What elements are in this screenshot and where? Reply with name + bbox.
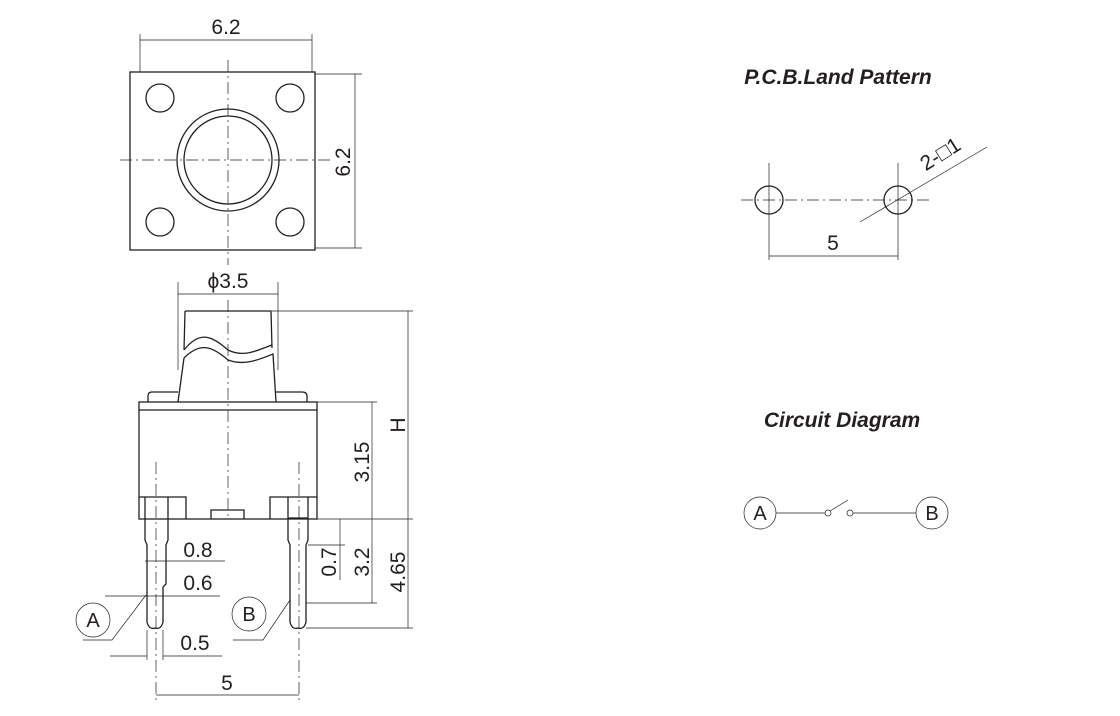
- pin-width-upper-label: 0.8: [183, 539, 212, 562]
- circuit-terminal-b: B: [925, 503, 938, 525]
- circuit-diagram: Circuit Diagram A B: [743, 409, 949, 530]
- top-view: 6.2 6.2: [120, 16, 362, 265]
- pcb-pitch-label: 5: [827, 232, 839, 255]
- total-pin-label: 4.65: [387, 552, 410, 593]
- cap-diameter-label: ϕ3.5: [208, 270, 249, 293]
- pin-pitch-label: 5: [221, 672, 233, 695]
- height-label: H: [387, 417, 410, 432]
- shoulder-label: 0.7: [318, 547, 341, 576]
- side-view: ϕ3.5 H 3.15 0.7 3.2 4.65: [75, 270, 413, 700]
- pin-length-label: 3.2: [351, 547, 374, 576]
- body-height-label: 3.15: [351, 442, 374, 483]
- top-height-label: 6.2: [332, 147, 355, 176]
- circuit-terminal-a: A: [753, 503, 767, 525]
- pcb-title: P.C.B.Land Pattern: [744, 66, 931, 89]
- terminal-b-label: B: [242, 604, 255, 626]
- circuit-title: Circuit Diagram: [764, 409, 920, 432]
- pin-width-tip-label: 0.5: [180, 632, 209, 655]
- pcb-hole-label: 2-□1: [916, 133, 965, 175]
- top-width-label: 6.2: [211, 16, 240, 39]
- pin-width-mid-label: 0.6: [183, 572, 212, 595]
- pcb-land-pattern: P.C.B.Land Pattern 5 2-□1: [741, 66, 988, 260]
- terminal-a-label: A: [86, 610, 100, 632]
